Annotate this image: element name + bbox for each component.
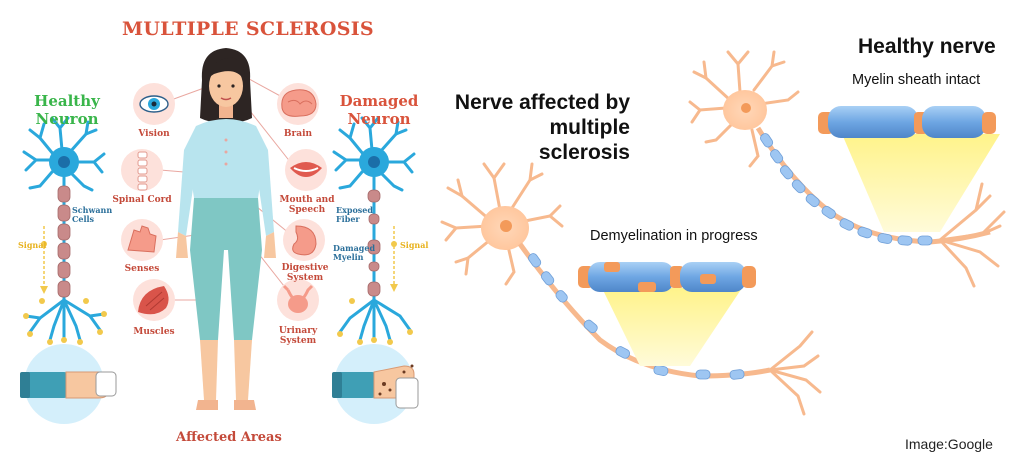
ms-infographic: [20, 48, 419, 424]
organ-label-urinary: Urinary System: [278, 326, 318, 346]
healthy-nerve-title: Healthy nerve: [858, 35, 996, 58]
affected-areas-label: Affected Areas: [176, 430, 282, 445]
healthy-myelin-cylinder: [818, 106, 996, 138]
signal-label-left: Signal: [18, 240, 47, 250]
demyelination-label: Demyelination in progress: [590, 228, 758, 244]
affected-neuron-body: [440, 162, 564, 286]
affected-nerve-title: Nerve affected by multiple sclerosis: [454, 91, 630, 164]
nerve-comparison: [440, 50, 1006, 416]
healthy-magnifier-beam: [842, 134, 1000, 232]
healthy-nerve-body: [688, 50, 800, 168]
organ-label-mouth: Mouth and Speech: [279, 195, 335, 215]
organ-label-brain: Brain: [283, 129, 313, 139]
healthy-axon-terminals: [938, 182, 1006, 288]
infographic-title: MULTIPLE SCLEROSIS: [122, 18, 374, 40]
affected-myelin-segments: [528, 253, 745, 380]
organ-label-spinal-cord: Spinal Cord: [112, 195, 172, 205]
image-credit: Image:Google: [905, 436, 993, 452]
affected-magnifier-beam: [602, 288, 742, 366]
damaged-neuron: [332, 116, 419, 424]
myelin-intact-label: Myelin sheath intact: [852, 72, 981, 88]
organ-label-vision: Vision: [138, 129, 170, 139]
healthy-neuron-label: Healthy Neuron: [34, 92, 100, 128]
schwann-cells-label: Schwann Cells: [72, 205, 113, 224]
damaged-neuron-label: Damaged Neuron: [339, 92, 419, 128]
healthy-neuron: [20, 116, 117, 424]
exposed-fiber-label: Exposed Fiber: [336, 205, 373, 224]
organ-label-muscles: Muscles: [133, 327, 175, 337]
demyelinated-cylinder: [578, 262, 756, 292]
signal-label-right: Signal: [400, 240, 429, 250]
organ-label-digestive: Digestive System: [281, 263, 329, 283]
healthy-myelin-segments: [760, 133, 933, 246]
organ-icons: [121, 83, 327, 321]
human-figure: [176, 48, 276, 410]
damaged-myelin-label: Damaged Myelin: [333, 243, 376, 262]
affected-axon-terminals: [768, 330, 822, 416]
organ-label-senses: Senses: [124, 264, 160, 274]
